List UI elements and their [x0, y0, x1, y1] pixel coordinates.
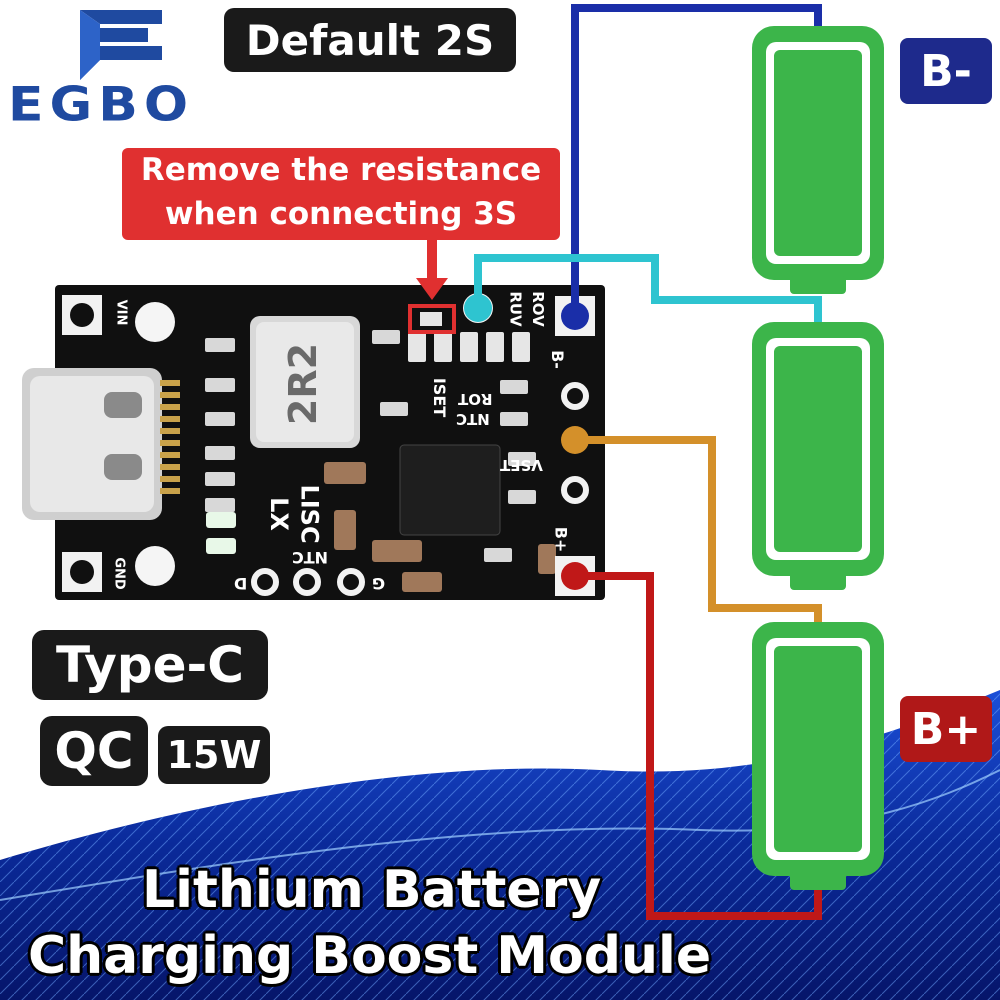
- note-line-1: Remove the resistance: [140, 152, 542, 188]
- silk-b-minus: B-: [547, 350, 567, 369]
- type-c-badge: Type-C: [32, 630, 268, 700]
- silk-g: G: [372, 574, 386, 593]
- qc-badge: QC: [40, 716, 148, 786]
- default-config-badge: Default 2S: [224, 8, 516, 72]
- wire-b-minus: [571, 4, 822, 316]
- pointer-arrow: [416, 238, 448, 300]
- silk-iset: ISET: [430, 377, 450, 418]
- b-plus-tag: B+: [900, 696, 992, 762]
- silk-ruv: RUV: [506, 291, 525, 327]
- wire-mid-orange: [575, 436, 822, 622]
- wire-mid-cyan: [474, 254, 822, 325]
- title-line-1: Lithium Battery: [142, 860, 602, 920]
- silk-lx: LX: [264, 497, 293, 531]
- silk-gnd: GND: [111, 557, 127, 590]
- title-line-2: Charging Boost Module: [28, 926, 712, 986]
- silk-vin: VIN: [113, 299, 129, 326]
- b-minus-tag: B-: [900, 38, 992, 104]
- silk-rot: ROT: [458, 390, 493, 408]
- egbo-logo-mark: [80, 10, 162, 80]
- wire-b-plus: [575, 572, 822, 920]
- pcb-board: [22, 285, 605, 600]
- battery-2: [752, 322, 884, 590]
- resistor-note: Remove the resistance when connecting 3S: [122, 148, 560, 240]
- silk-vset: VSET: [500, 456, 543, 474]
- silk-inductor-value: 2R2: [281, 342, 326, 426]
- silk-rov: ROV: [528, 291, 547, 327]
- silk-lisc: LISC: [295, 484, 324, 544]
- brand-logo-text: EGBO: [8, 78, 195, 132]
- silk-ntc-bottom: NTC: [292, 548, 329, 567]
- battery-1: [752, 26, 884, 294]
- power-badge: 15W: [158, 726, 270, 784]
- note-line-2: when connecting 3S: [164, 196, 518, 232]
- silk-b-plus: B+: [551, 526, 571, 553]
- battery-3: [752, 622, 884, 890]
- silk-d: D: [234, 574, 248, 593]
- silk-ntc: NTC: [456, 410, 490, 428]
